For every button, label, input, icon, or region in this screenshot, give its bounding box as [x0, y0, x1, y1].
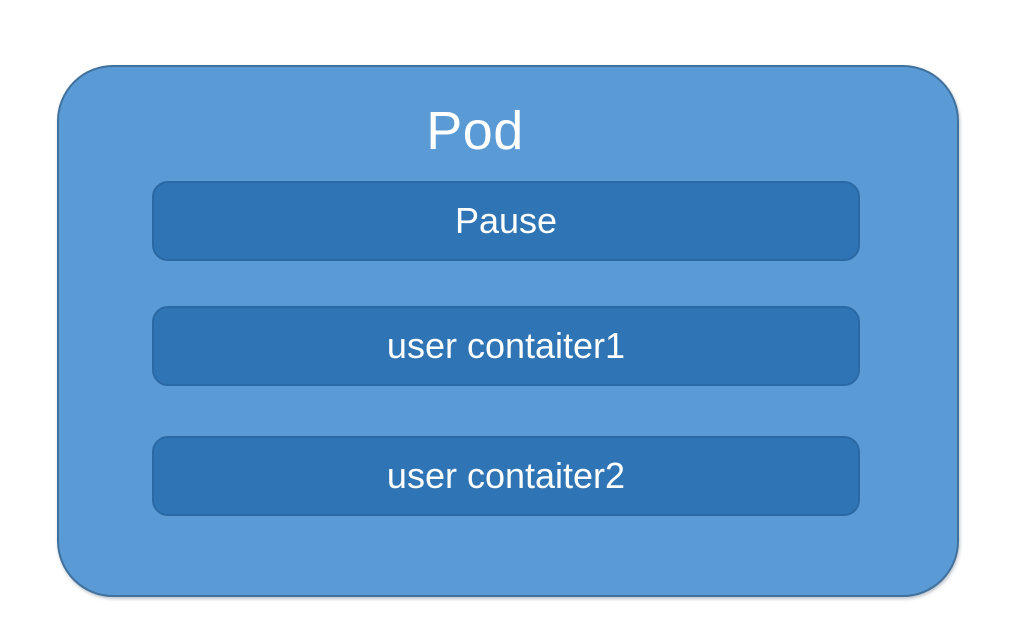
user-container2-box: user contaiter2 [152, 436, 860, 516]
pod-title: Pod [426, 101, 524, 161]
user-container1-box: user contaiter1 [152, 306, 860, 386]
pod-box: Pod Pause user contaiter1 user contaiter… [57, 65, 959, 597]
container-label: user contaiter1 [386, 325, 626, 366]
pause-container-box: Pause [152, 181, 860, 261]
container-label: Pause [454, 200, 558, 241]
container-label: user contaiter2 [386, 455, 626, 496]
